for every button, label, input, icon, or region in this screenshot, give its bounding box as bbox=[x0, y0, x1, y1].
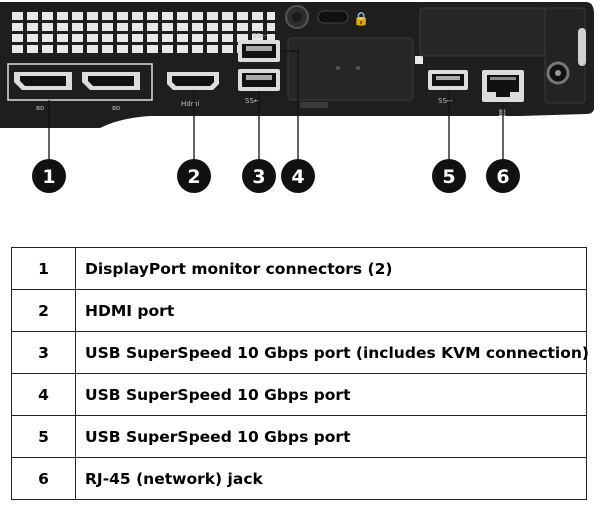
legend-number: 1 bbox=[11, 247, 76, 290]
legend-description: RJ-45 (network) jack bbox=[75, 457, 587, 500]
callout-3: 3 bbox=[242, 159, 276, 193]
callout-5: 5 bbox=[432, 159, 466, 193]
svg-text:5: 5 bbox=[442, 166, 455, 188]
legend-table: 1 DisplayPort monitor connectors (2) 2 H… bbox=[11, 247, 589, 500]
displayport-mark: ʙᴅ bbox=[36, 104, 44, 112]
lock-icon: 🔒 bbox=[353, 12, 369, 27]
svg-text:1: 1 bbox=[42, 166, 55, 188]
callout-6: 6 bbox=[486, 159, 520, 193]
legend-row: 6 RJ-45 (network) jack bbox=[11, 457, 587, 500]
legend-row: 2 HDMI port bbox=[11, 289, 587, 332]
svg-text:4: 4 bbox=[291, 166, 304, 188]
displayport-connector-icon bbox=[82, 72, 140, 90]
legend-row: 3 USB SuperSpeed 10 Gbps port (includes … bbox=[11, 331, 589, 374]
svg-text:6: 6 bbox=[496, 166, 509, 188]
hdmi-mark: Hdmi bbox=[181, 100, 200, 108]
callout-4: 4 bbox=[281, 159, 315, 193]
displayport-connector-icon bbox=[14, 72, 72, 90]
legend-row: 5 USB SuperSpeed 10 Gbps port bbox=[11, 415, 587, 458]
displayport-group-bracket bbox=[7, 63, 153, 101]
legend-number: 3 bbox=[11, 331, 76, 374]
legend-description: DisplayPort monitor connectors (2) bbox=[75, 247, 587, 290]
usb-port-upper-icon bbox=[238, 40, 280, 62]
legend-row: 1 DisplayPort monitor connectors (2) bbox=[11, 247, 587, 290]
rear-panel-illustration: 🔒 ʙᴅ ʙᴅ Hdmi SS← SS← SS← bbox=[0, 2, 594, 193]
legend-description: USB SuperSpeed 10 Gbps port (includes KV… bbox=[75, 331, 589, 374]
usb-upper-mark: SS← bbox=[252, 32, 267, 40]
legend-number: 2 bbox=[11, 289, 76, 332]
svg-text:2: 2 bbox=[187, 166, 200, 188]
usb-port-right-icon bbox=[428, 70, 468, 90]
legend-description: USB SuperSpeed 10 Gbps port bbox=[75, 415, 587, 458]
svg-text:3: 3 bbox=[252, 166, 265, 188]
legend-description: USB SuperSpeed 10 Gbps port bbox=[75, 373, 587, 416]
io-plate bbox=[419, 7, 546, 57]
legend-description: HDMI port bbox=[75, 289, 587, 332]
usb-right-mark: SS← bbox=[438, 97, 453, 105]
legend-number: 4 bbox=[11, 373, 76, 416]
usb-port-kvm-icon bbox=[238, 69, 280, 91]
vent-grille bbox=[12, 12, 423, 64]
legend-number: 5 bbox=[11, 415, 76, 458]
displayport-mark: ʙᴅ bbox=[112, 104, 120, 112]
callout-2: 2 bbox=[177, 159, 211, 193]
legend-row: 4 USB SuperSpeed 10 Gbps port bbox=[11, 373, 587, 416]
network-mark: ≣ bbox=[498, 108, 506, 119]
leader-lines bbox=[48, 50, 504, 160]
callout-1: 1 bbox=[32, 159, 66, 193]
legend-number: 6 bbox=[11, 457, 76, 500]
hdmi-port-icon bbox=[167, 72, 219, 90]
ethernet-port-icon bbox=[482, 70, 524, 102]
expansion-cover bbox=[287, 37, 414, 101]
usb-kvm-mark: SS← bbox=[245, 97, 260, 105]
